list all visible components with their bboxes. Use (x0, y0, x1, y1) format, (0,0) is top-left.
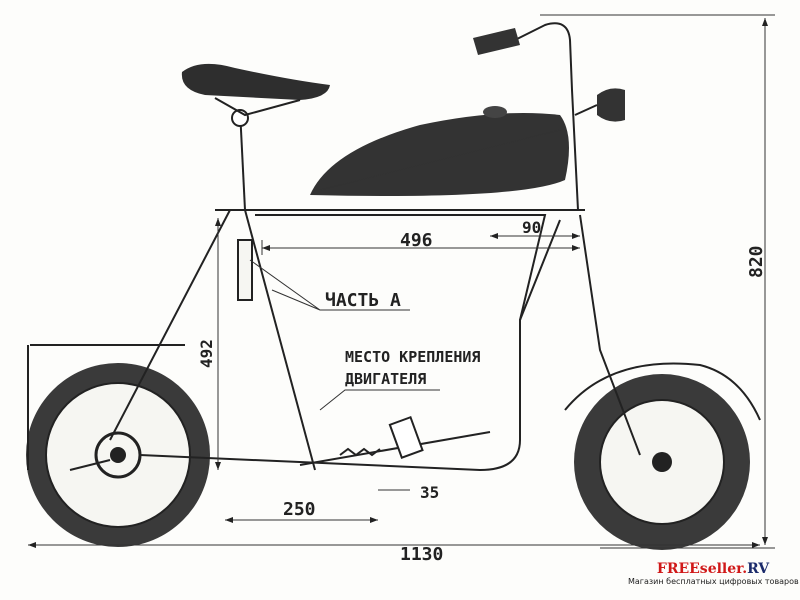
dim-35: 35 (420, 483, 439, 502)
label-engine-mount-1: МЕСТО КРЕПЛЕНИЯ (345, 348, 480, 366)
dim-1130: 1130 (400, 544, 443, 565)
dim-492: 492 (197, 339, 216, 368)
front-wheel (564, 362, 761, 550)
dimension-lines (28, 14, 775, 549)
dim-820: 820 (746, 245, 767, 278)
dim-496: 496 (400, 230, 433, 251)
watermark: FREEseller.RV Магазин бесплатных цифровы… (628, 561, 799, 587)
label-part-a: ЧАСТЬ А (325, 290, 401, 311)
dim-90: 90 (522, 218, 541, 237)
rear-wheel (26, 344, 210, 547)
frame (69, 209, 641, 472)
watermark-tagline: Магазин бесплатных цифровых товаров (628, 577, 799, 586)
fuel-tank (310, 106, 569, 196)
watermark-brand-suffix: RV (747, 561, 770, 577)
label-engine-mount-2: ДВИГАТЕЛЯ (345, 370, 426, 388)
dim-250: 250 (283, 499, 316, 520)
watermark-brand: FREEseller. (656, 561, 748, 577)
saddle (181, 63, 330, 211)
handlebar (473, 22, 625, 211)
